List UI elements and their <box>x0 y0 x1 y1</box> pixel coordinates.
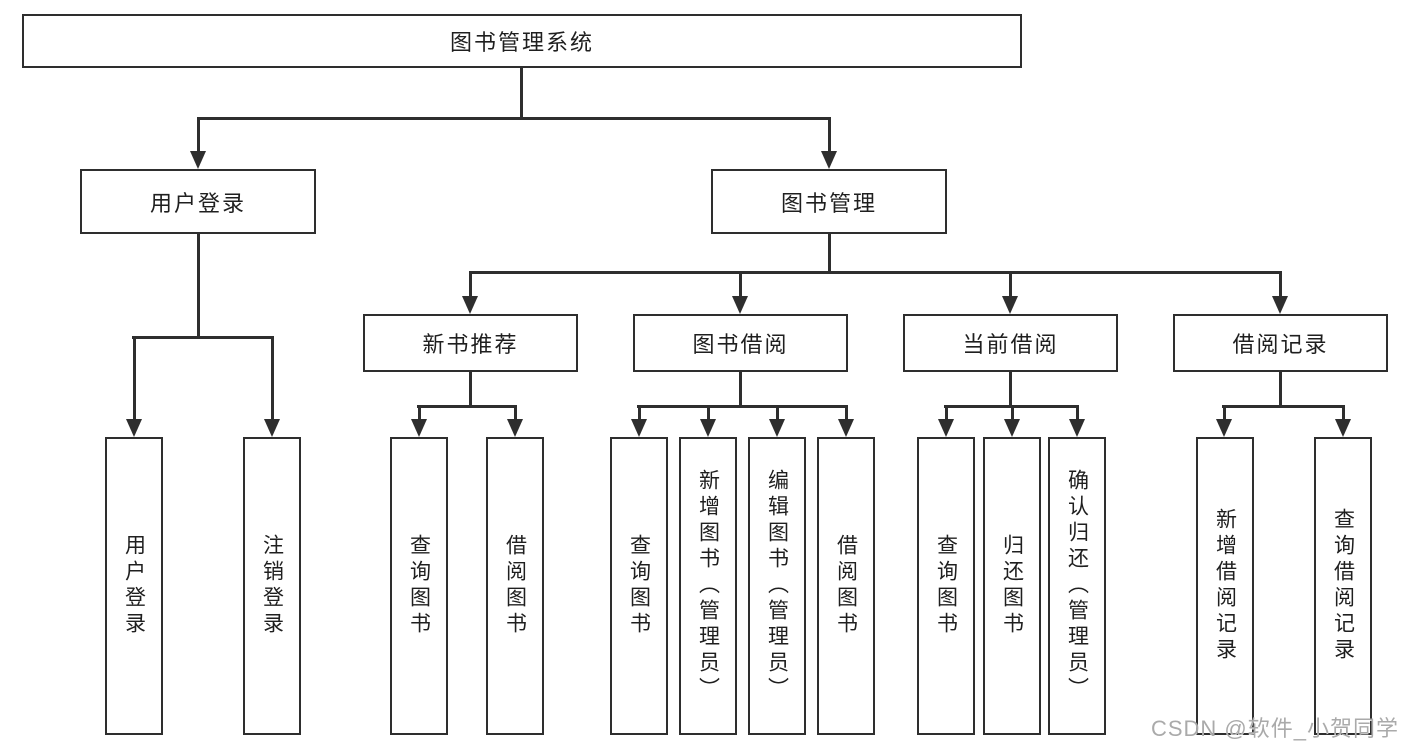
node-new-book-label: 新书推荐 <box>422 332 519 357</box>
leaf-label: 用户登录 <box>122 534 146 638</box>
arrow-down-icon <box>126 337 142 437</box>
arrow-down-icon <box>838 406 854 437</box>
leaf-label: 查询图书 <box>407 534 431 638</box>
arrow-down-icon <box>769 406 785 437</box>
node-book-mgmt: 图书管理 <box>711 169 947 234</box>
leaf-label: 归还图书 <box>1000 534 1024 638</box>
arrow-down-icon <box>821 118 837 169</box>
leaf-query-books-2: 查询图书 <box>610 437 668 735</box>
leaf-return-books: 归还图书 <box>983 437 1041 735</box>
connector-line <box>1009 370 1012 408</box>
arrow-down-icon <box>411 406 427 437</box>
node-new-book: 新书推荐 <box>363 314 578 372</box>
node-user-login: 用户登录 <box>80 169 316 234</box>
connector-line <box>828 232 831 274</box>
arrow-down-icon <box>732 272 748 314</box>
node-root-label: 图书管理系统 <box>449 30 594 55</box>
connector-line <box>520 68 523 119</box>
arrow-down-icon <box>938 406 954 437</box>
connector-line <box>1222 405 1345 408</box>
arrow-down-icon <box>507 406 523 437</box>
leaf-add-books-admin: 新增图书（管理员） <box>679 437 737 735</box>
node-current-borrow: 当前借阅 <box>903 314 1118 372</box>
arrow-down-icon <box>1216 406 1232 437</box>
leaf-label: 新增借阅记录 <box>1213 508 1237 664</box>
arrow-down-icon <box>190 118 206 169</box>
node-book-borrow: 图书借阅 <box>633 314 848 372</box>
arrow-down-icon <box>1272 272 1288 314</box>
leaf-borrow-books-1: 借阅图书 <box>486 437 544 735</box>
arrow-down-icon <box>631 406 647 437</box>
arrow-down-icon <box>1335 406 1351 437</box>
watermark: CSDN @软件_小贺同学 <box>1150 716 1399 741</box>
connector-line <box>197 117 831 120</box>
arrow-down-icon <box>264 337 280 437</box>
leaf-query-books-3: 查询图书 <box>917 437 975 735</box>
leaf-label: 确认归还（管理员） <box>1065 469 1089 703</box>
leaf-label: 注销登录 <box>260 534 284 638</box>
leaf-label: 查询借阅记录 <box>1331 508 1355 664</box>
node-borrow-record-label: 借阅记录 <box>1232 332 1329 357</box>
node-borrow-record: 借阅记录 <box>1173 314 1388 372</box>
node-book-mgmt-label: 图书管理 <box>780 190 877 216</box>
arrow-down-icon <box>1069 406 1085 437</box>
leaf-query-borrow-record: 查询借阅记录 <box>1314 437 1372 735</box>
leaf-confirm-return-admin: 确认归还（管理员） <box>1048 437 1106 735</box>
connector-line <box>469 370 472 408</box>
node-book-borrow-label: 图书借阅 <box>692 332 789 357</box>
connector-line <box>469 271 1282 274</box>
leaf-logout: 注销登录 <box>243 437 301 735</box>
leaf-query-books-1: 查询图书 <box>390 437 448 735</box>
leaf-label: 新增图书（管理员） <box>696 469 720 703</box>
leaf-label: 编辑图书（管理员） <box>765 469 789 703</box>
connector-line <box>1279 370 1282 408</box>
node-current-borrow-label: 当前借阅 <box>962 332 1059 357</box>
leaf-user-login: 用户登录 <box>105 437 163 735</box>
connector-line <box>417 405 517 408</box>
arrow-down-icon <box>700 406 716 437</box>
leaf-label: 借阅图书 <box>503 534 527 638</box>
arrow-down-icon <box>462 272 478 314</box>
leaf-label: 查询图书 <box>934 534 958 638</box>
connector-line <box>739 370 742 408</box>
connector-line <box>132 336 274 339</box>
leaf-add-borrow-record: 新增借阅记录 <box>1196 437 1254 735</box>
connector-line <box>197 232 200 339</box>
leaf-label: 借阅图书 <box>834 534 858 638</box>
arrow-down-icon <box>1002 272 1018 314</box>
node-root: 图书管理系统 <box>22 14 1022 68</box>
node-user-login-label: 用户登录 <box>149 190 246 216</box>
connector-line <box>637 405 848 408</box>
leaf-label: 查询图书 <box>627 534 651 638</box>
leaf-borrow-books-2: 借阅图书 <box>817 437 875 735</box>
leaf-edit-books-admin: 编辑图书（管理员） <box>748 437 806 735</box>
arrow-down-icon <box>1004 406 1020 437</box>
